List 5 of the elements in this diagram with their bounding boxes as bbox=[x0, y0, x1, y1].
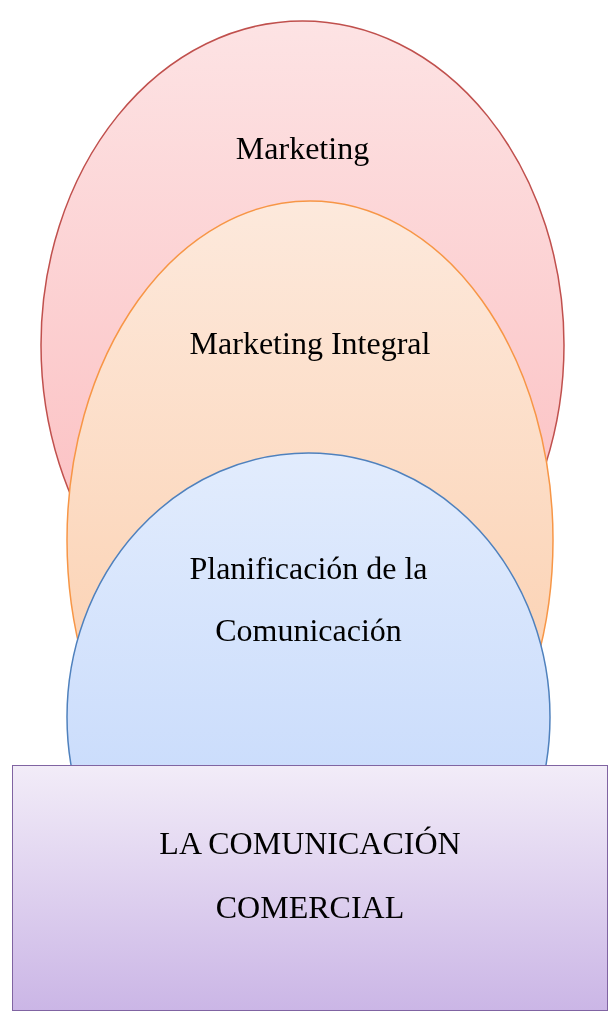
oval-label: Marketing Integral bbox=[188, 324, 432, 363]
box-label: LA COMUNICACIÓN COMERCIAL bbox=[158, 824, 462, 927]
oval-label: Planificación de la Comunicación bbox=[188, 549, 429, 650]
rectangle-box bbox=[12, 765, 608, 1011]
oval-label: Marketing bbox=[234, 129, 371, 168]
